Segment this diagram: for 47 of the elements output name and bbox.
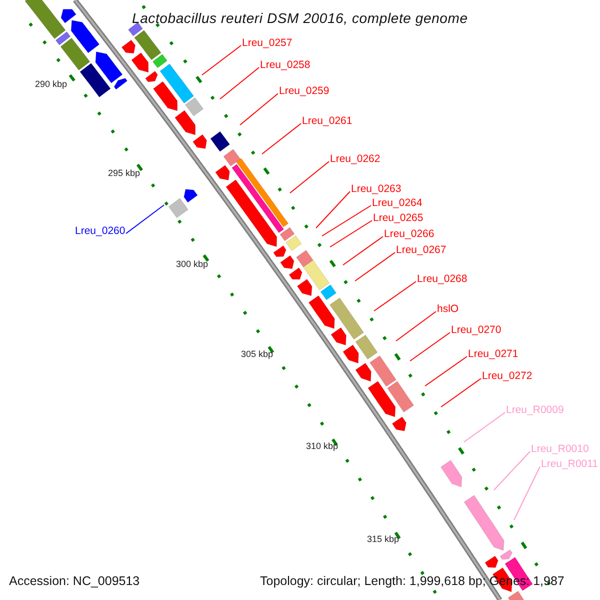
leader-line	[410, 332, 450, 362]
leader-line	[440, 378, 482, 408]
scale-label: 290 kbp	[35, 80, 68, 89]
gene-label: Lreu_R0011	[541, 459, 598, 470]
gene-label: Lreu_0264	[372, 198, 422, 208]
gene-label: hslO	[437, 304, 459, 314]
gene-label: Lreu_0262	[330, 154, 380, 164]
leader-line	[262, 123, 302, 154]
leader-line	[424, 356, 468, 386]
leader-line	[202, 45, 242, 76]
leader-line	[240, 93, 278, 126]
leader-line	[316, 191, 350, 228]
scale-label: 305 kbp	[241, 350, 274, 359]
leader-line	[290, 161, 330, 194]
gene-label: Lreu_R0010	[531, 444, 589, 454]
gene-label: Lreu_0267	[396, 245, 446, 256]
gene-label: Lreu_0270	[451, 325, 502, 336]
leader-line	[354, 252, 396, 282]
leader-line	[464, 412, 506, 442]
gene-label: Lreu_0257	[242, 38, 292, 48]
gene-label: Lreu_0271	[468, 349, 518, 360]
leader-line	[514, 466, 540, 520]
gene-label: Lreu_0263	[351, 184, 402, 194]
gene-label: Lreu_R0009	[506, 405, 564, 416]
gene-label: Lreu_0272	[482, 371, 532, 382]
gene-label: Lreu_0260	[75, 226, 126, 236]
leader-line	[342, 236, 384, 266]
gene-label: Lreu_0259	[279, 86, 330, 96]
leader-line	[322, 205, 372, 236]
leader-line	[374, 281, 416, 312]
leader-line	[396, 311, 436, 342]
leader-line	[330, 220, 372, 248]
gene-label: Lreu_0268	[417, 274, 468, 284]
title: Lactobacillus reuteri DSM 20016, complete genome	[132, 11, 468, 25]
leader-line	[494, 451, 530, 490]
scale-label: 315 kbp	[367, 535, 400, 544]
gene-label: Lreu_0258	[260, 60, 310, 70]
gene-label: Lreu_0261	[302, 116, 352, 126]
leader-line	[220, 67, 260, 100]
gene-label: Lreu_0265	[373, 213, 424, 224]
scale-label: 295 kbp	[108, 169, 140, 178]
footer-text: Accession: NC_009513	[9, 575, 140, 588]
scale-label: 310 kbp	[306, 442, 338, 451]
leader-line	[126, 204, 164, 234]
gene-label: Lreu_0266	[384, 229, 434, 240]
scale-label: 300 kbp	[176, 260, 208, 269]
footer-text: Topology: circular; Length: 1,999,618 bp; Genes: 1,987	[260, 575, 564, 588]
